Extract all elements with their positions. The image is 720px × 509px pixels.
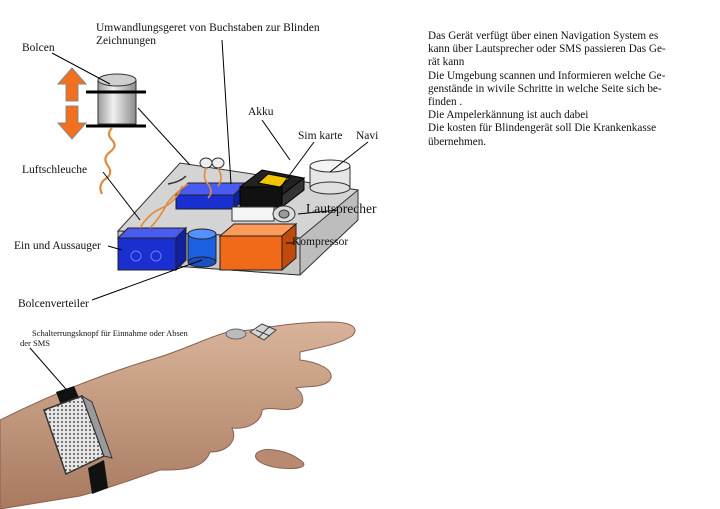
navi-cylinder [309, 159, 351, 195]
label-bolcen: Bolcen [22, 42, 55, 54]
label-lautsprecher: Lautsprecher [306, 201, 377, 216]
description-line: Die kosten für Blindengerät soll Die Kra… [428, 122, 657, 135]
description-line: finden . [428, 96, 463, 109]
schalter-line-1: Schalterrungsknopf für Einnahme oder Abs… [32, 328, 188, 338]
description-line: Die Ampelerkännung ist auch dabei [428, 109, 589, 122]
description-line: genstände in wivile Schritte in welche S… [428, 82, 662, 95]
schalter-line-2: der SMS [20, 338, 50, 348]
description-text: Das Gerät verfügt über einen Navigation … [428, 30, 698, 149]
label-luftschleuche: Luftschleuche [22, 164, 88, 176]
label-schalter: Schalterrungsknopf für Einnahme oder Abs… [20, 328, 188, 348]
label-bolcenverteiler: Bolcenverteiler [18, 298, 89, 310]
wrist-device [43, 386, 113, 494]
bolcen-cylinder [86, 73, 146, 128]
device-title: Umwandlungsgeret von Buchstaben zur Blin… [96, 22, 320, 48]
description-line: Die Umgebung scannen und Informieren wel… [428, 69, 666, 82]
pump-box [116, 226, 188, 272]
label-ein-aussauger: Ein und Aussauger [14, 240, 101, 252]
label-akku: Akku [248, 106, 274, 118]
blue-cylinder [187, 228, 217, 268]
compressor-box [218, 222, 298, 272]
description-line: Das Gerät verfügt über einen Navigation … [428, 30, 659, 42]
description-line: rät kann [428, 56, 465, 69]
up-arrow-icon [56, 67, 88, 102]
description-line: übernehmen. [428, 135, 487, 148]
down-arrow-icon [56, 105, 88, 140]
title-line-2: Zeichnungen [96, 35, 157, 47]
label-navi: Navi [356, 130, 379, 142]
label-sim-karte: Sim karte [298, 130, 343, 142]
distributor-box [174, 181, 248, 211]
speaker-icon [272, 205, 296, 223]
air-hose [99, 127, 116, 195]
title-line-1: Umwandlungsgeret von Buchstaben zur Blin… [96, 22, 320, 34]
description-line: kann über Lautsprecher oder SMS passiere… [428, 43, 666, 56]
akku-box [231, 169, 306, 222]
label-kompressor: Kompressor [292, 236, 349, 248]
